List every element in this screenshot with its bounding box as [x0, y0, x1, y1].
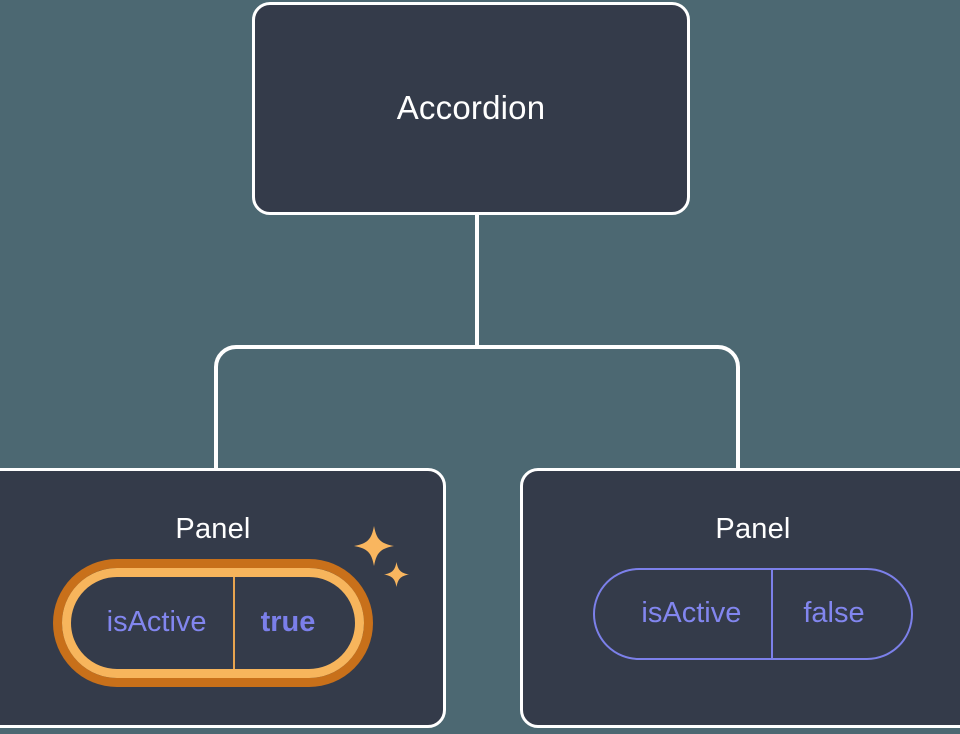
- prop-pill-wrapper: isActive true: [61, 525, 410, 678]
- prop-key: isActive: [106, 606, 207, 639]
- node-title: Panel: [175, 513, 251, 545]
- sparkles-icon: [354, 525, 410, 587]
- node-accordion[interactable]: Accordion: [252, 2, 690, 215]
- node-title: Accordion: [396, 89, 546, 127]
- connector-branch-right: [477, 345, 740, 470]
- prop-pill-isactive-true[interactable]: isActive true: [61, 567, 365, 678]
- prop-pill-wrapper: isActive false: [593, 567, 913, 660]
- connector-branch-left: [214, 345, 477, 470]
- node-panel-inactive[interactable]: Panel isActive false: [520, 468, 960, 728]
- node-title: Panel: [715, 513, 791, 545]
- prop-pill-isactive-false[interactable]: isActive false: [593, 567, 913, 660]
- prop-value: true: [232, 576, 356, 669]
- prop-value: false: [771, 569, 910, 658]
- node-panel-active[interactable]: Panel isActive true: [0, 468, 446, 728]
- prop-key: isActive: [641, 597, 742, 630]
